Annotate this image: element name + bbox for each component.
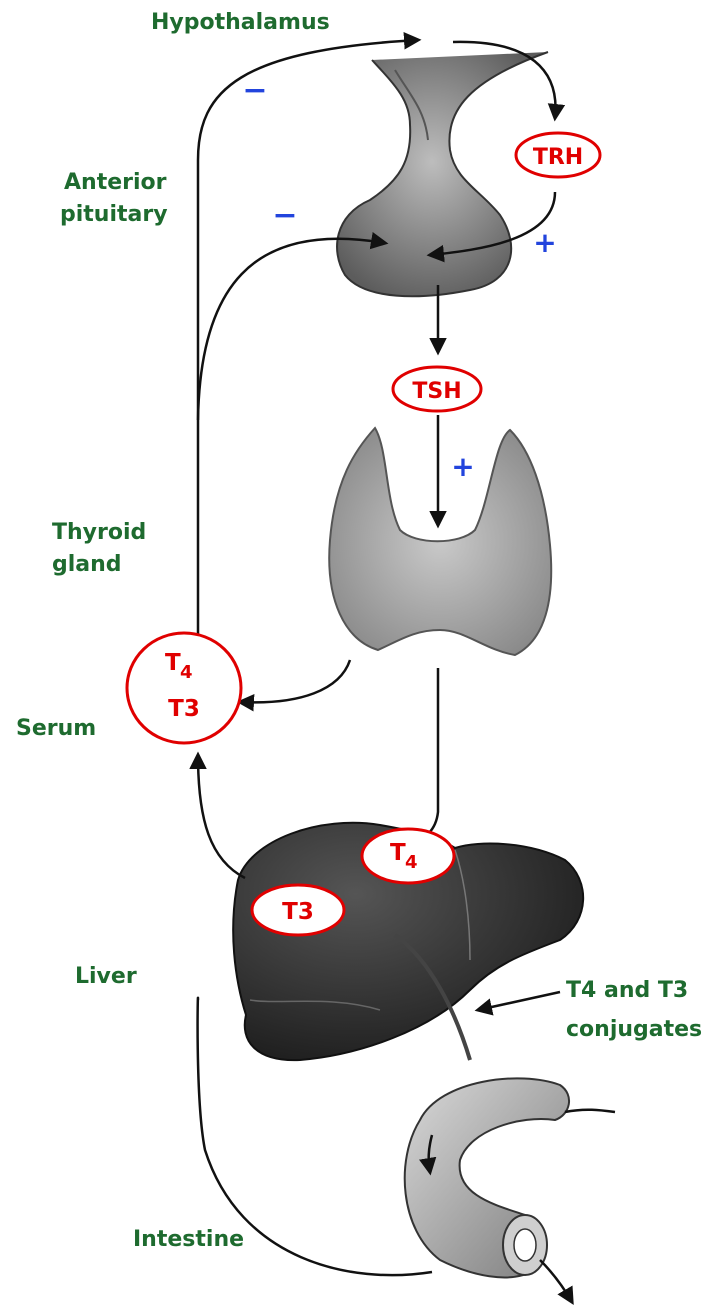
hypothalamus-label: Hypothalamus: [151, 6, 330, 40]
hypothalamus-negative-sign: −: [242, 73, 267, 108]
liver-t4-subscript: 4: [405, 852, 418, 873]
thyroid-gland: [329, 428, 551, 655]
serum-t3-label: T3: [168, 696, 200, 722]
pituitary-gland: [337, 52, 548, 296]
trh-positive-sign: +: [533, 226, 556, 259]
thyroid-to-serum-arrow: [240, 660, 350, 702]
liver-label: Liver: [75, 960, 137, 994]
liver-t4-badge: T 4: [362, 829, 454, 883]
serum-t4-label: T: [165, 650, 181, 676]
conjugates-label-line2: conjugates: [566, 1013, 702, 1047]
liver-t3-to-serum-arrow: [198, 755, 245, 878]
tsh-positive-sign: +: [451, 450, 474, 483]
liver-t3-badge: T3: [252, 885, 344, 935]
pituitary-negative-sign: −: [272, 198, 297, 233]
thyroid-to-liver-line: [410, 668, 438, 842]
serum-t4-subscript: 4: [180, 662, 193, 683]
trh-badge: TRH: [516, 133, 600, 177]
serum-label: Serum: [16, 712, 96, 746]
tsh-badge: TSH: [393, 367, 481, 411]
liver-t4-label: T: [390, 840, 406, 866]
liver-t3-label: T3: [282, 899, 314, 925]
thyroid-gland-label-line1: Thyroid: [52, 516, 146, 550]
tsh-label: TSH: [412, 379, 461, 404]
conjugates-pointer-arrow: [478, 992, 560, 1010]
thyroid-gland-label-line2: gland: [52, 548, 122, 582]
conjugates-label-line1: T4 and T3: [566, 974, 688, 1008]
trh-label: TRH: [533, 145, 583, 170]
serum-hormone-circle: T 4 T3: [127, 633, 241, 743]
intestine-label: Intestine: [133, 1223, 244, 1257]
anterior-pituitary-label-line2: pituitary: [60, 198, 168, 232]
intestine-exit-arrow: [540, 1260, 572, 1302]
anterior-pituitary-label-line1: Anterior: [64, 166, 166, 200]
intestine-entry-line: [565, 1110, 615, 1112]
intestine: [405, 1078, 569, 1277]
